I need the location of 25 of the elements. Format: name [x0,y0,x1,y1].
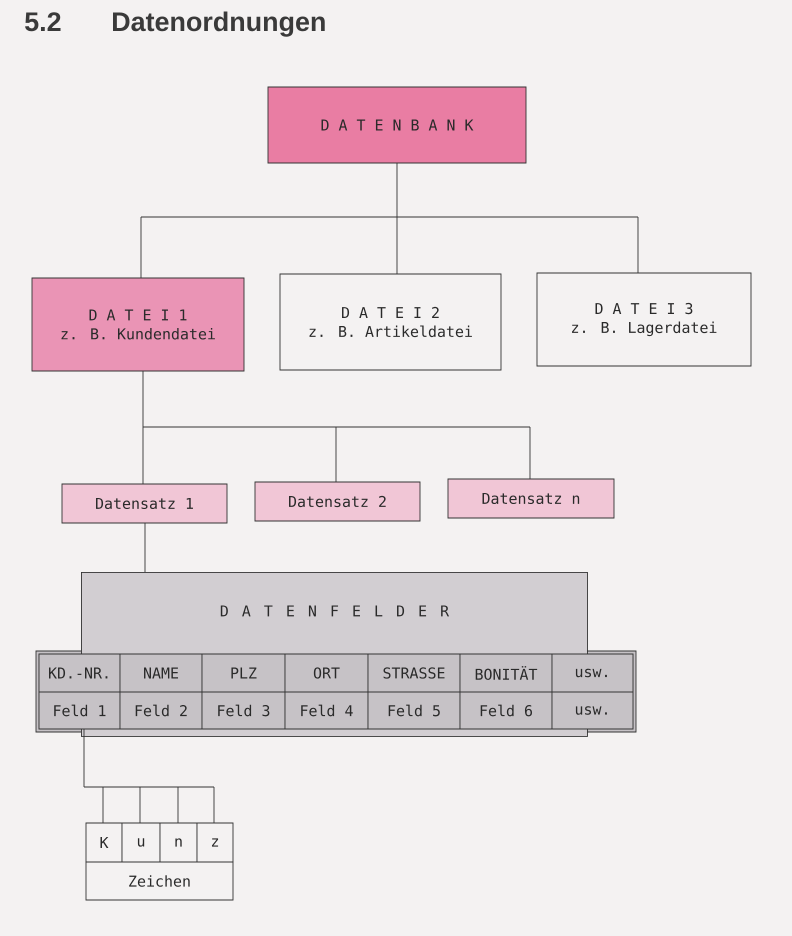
file-box: D A T E I 2 z. B. Artikeldatei [280,274,502,370]
connector-line [140,163,638,218]
character-cell: K [86,822,122,862]
character-cell: u [122,822,160,862]
character-cell: z [196,822,234,862]
connector-line [140,216,142,278]
section-number: 5.2 [25,12,61,32]
connector-line [142,371,530,428]
connector-line [84,729,214,788]
table-cell: usw. [552,692,634,730]
connector-line [396,216,398,274]
character-cell: n [160,822,198,862]
connector-line [144,523,146,572]
record-box: Datensatz 2 [254,482,420,522]
connector-line [102,786,104,823]
file-box: D A T E I 1 z. B. Kundendatei [32,278,244,372]
table-cell: KD.-NR. [38,654,120,692]
connector-line [142,426,144,484]
file-box: D A T E I 3 z. B. Lagerdatei [536,272,752,366]
table-cell: usw. [552,654,634,692]
record-box: Datensatz n [448,478,614,518]
table-cell: Feld 1 [38,692,120,730]
database-box: D A T E N B A N K [268,86,526,164]
heading: Datenordnungen [113,12,325,37]
record-box: Datensatz 1 [62,484,228,524]
